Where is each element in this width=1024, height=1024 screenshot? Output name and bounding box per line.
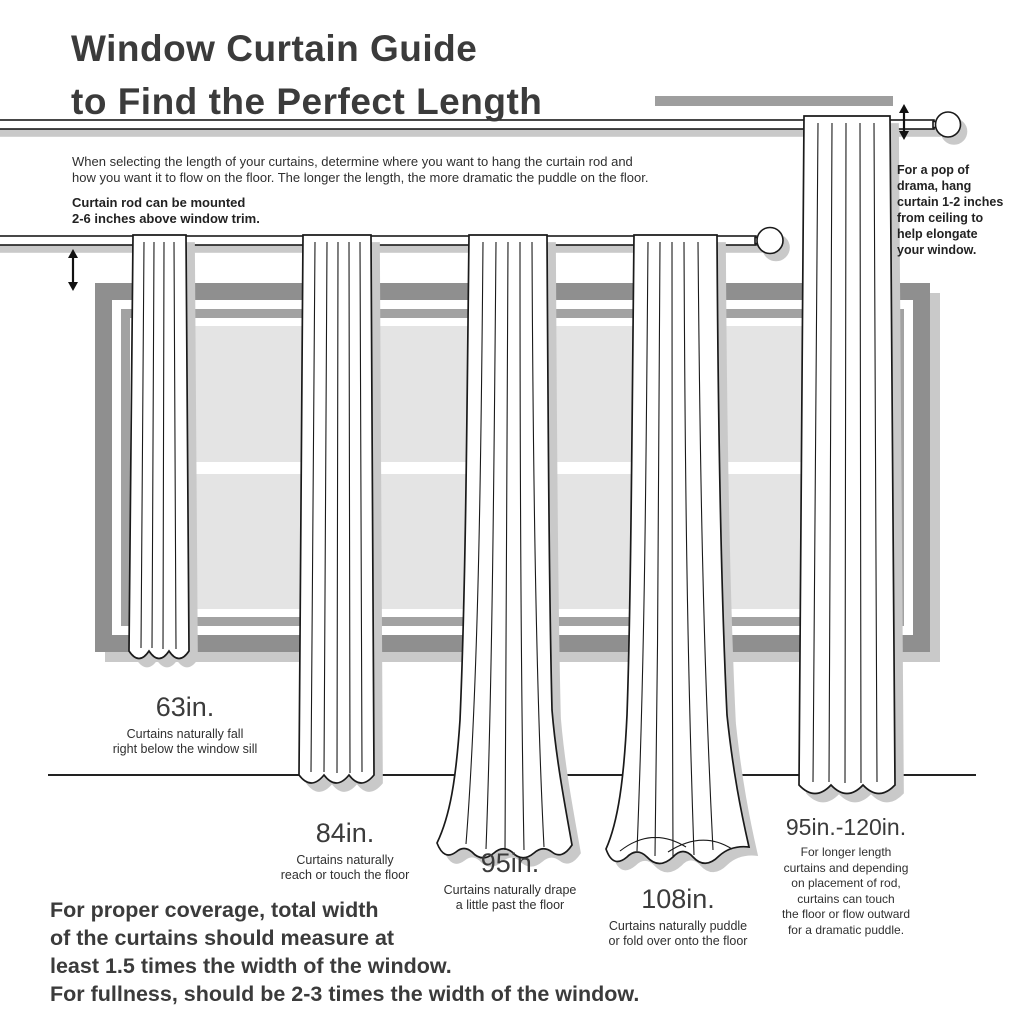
curtain-description-line: Curtains naturally drape	[443, 883, 577, 897]
curtain-length: 63in.	[155, 692, 215, 722]
curtain-description-line: Curtains naturally fall	[126, 727, 244, 741]
curtain-length: 84in.	[315, 818, 375, 848]
footer-line: For fullness, should be 2-3 times the wi…	[50, 982, 640, 1006]
intro-text: When selecting the length of your curtai…	[72, 154, 648, 186]
curtain-108in	[605, 234, 751, 865]
curtain-95in	[436, 234, 573, 859]
curtain-label-108in: 108in. Curtains naturally puddle or fold…	[578, 884, 778, 949]
rod-mount-note-line: Curtain rod can be mounted	[72, 195, 246, 210]
curtain-84in	[298, 234, 375, 784]
ceiling-drama-note-line: from ceiling to	[897, 211, 984, 225]
curtain-description: For longer length curtains and depending…	[761, 845, 931, 938]
curtain-label-84in: 84in. Curtains naturally reach or touch …	[245, 818, 445, 883]
curtain-label-95in: 95in. Curtains naturally drape a little …	[410, 848, 610, 913]
curtain-description-line: on placement of rod,	[791, 876, 901, 890]
ceiling-drama-note: For a pop of drama, hang curtain 1-2 inc…	[897, 162, 1017, 258]
intro-line: When selecting the length of your curtai…	[72, 154, 633, 169]
double-arrow-ceiling-gap-icon	[899, 104, 909, 140]
curtain-description-line: For longer length	[800, 845, 892, 859]
curtain-description-line: right below the window sill	[112, 742, 258, 756]
rod-mount-note: Curtain rod can be mounted 2-6 inches ab…	[72, 195, 260, 226]
footer-line: For proper coverage, total width	[50, 898, 379, 922]
curtain-description-line: curtains can touch	[797, 891, 895, 906]
footer-line: of the curtains should measure at	[50, 926, 395, 950]
curtain-length: 95in.-120in.	[785, 814, 907, 840]
curtain-description-line: Curtains naturally	[296, 853, 394, 867]
rod-finial-icon	[934, 111, 962, 138]
curtain-label-63in: 63in. Curtains naturally fall right belo…	[85, 692, 285, 757]
rod-finial-icon	[756, 226, 784, 255]
curtain-label-95-120in: 95in.-120in. For longer length curtains …	[761, 814, 931, 938]
curtain-description: Curtains naturally reach or touch the fl…	[245, 853, 445, 883]
curtain-description-line: the floor or flow outward	[781, 907, 911, 921]
curtain-description-line: curtains and depending	[783, 860, 909, 875]
curtain-description: Curtains naturally drape a little past t…	[410, 883, 610, 913]
curtain-95-120in	[798, 115, 896, 795]
intro-line: how you want it to flow on the floor. Th…	[72, 170, 649, 185]
curtain-description-line: reach or touch the floor	[280, 868, 410, 882]
title-line: to Find the Perfect Length	[71, 81, 543, 122]
ceiling-shadow-bar	[655, 96, 893, 106]
window-curtain-rod	[0, 226, 784, 255]
footer-line: least 1.5 times the width of the window.	[50, 954, 452, 978]
rod-mount-note-line: 2-6 inches above window trim.	[72, 210, 260, 226]
page-title: Window Curtain Guide to Find the Perfect…	[71, 22, 542, 128]
ceiling-curtain-rod	[0, 111, 962, 138]
curtain-length: 95in.	[480, 848, 540, 878]
curtain-description-line: or fold over onto the floor	[608, 934, 748, 948]
curtain-description: Curtains naturally fall right below the …	[85, 727, 285, 757]
ceiling-drama-note-line: your window.	[897, 243, 977, 257]
title-line: Window Curtain Guide	[71, 28, 478, 69]
curtain-description-line: a little past the floor	[455, 898, 565, 912]
curtain-description: Curtains naturally puddle or fold over o…	[578, 919, 778, 949]
double-arrow-rod-height-icon	[68, 249, 78, 291]
curtain-63in	[128, 234, 190, 660]
ceiling-drama-note-line: For a pop of	[897, 163, 970, 177]
curtain-length: 108in.	[641, 884, 715, 914]
curtain-description-line: for a dramatic puddle.	[787, 922, 905, 937]
ceiling-drama-note-line: drama, hang	[897, 179, 972, 193]
ceiling-drama-note-line: help elongate	[897, 227, 978, 241]
curtain-description-line: Curtains naturally puddle	[608, 919, 748, 933]
ceiling-drama-note-line: curtain 1-2 inches	[897, 195, 1004, 209]
footer-width-note: For proper coverage, total width of the …	[50, 896, 639, 1008]
